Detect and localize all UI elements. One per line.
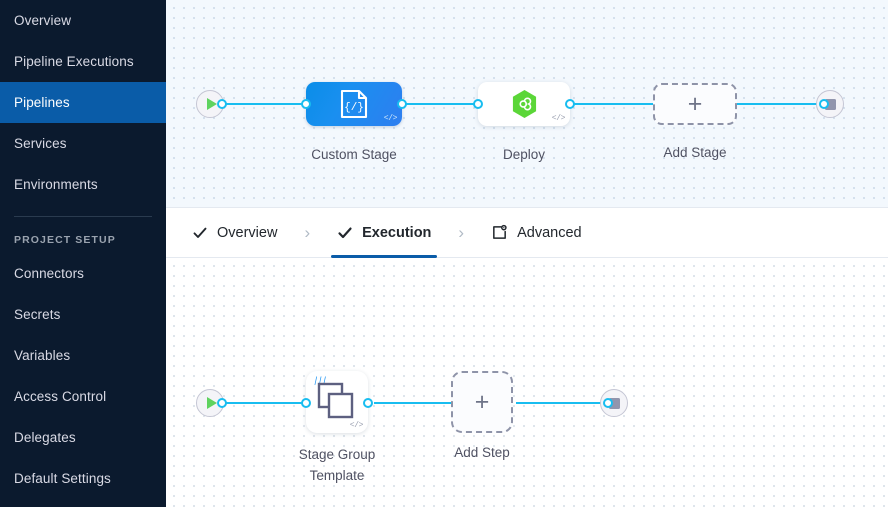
stage-label-add-stage: Add Stage — [663, 145, 727, 160]
stage-label-custom-stage: Custom Stage — [311, 147, 397, 162]
tab-overview[interactable]: Overview — [190, 208, 279, 258]
check-icon — [338, 227, 352, 238]
code-badge-icon: </> — [383, 114, 398, 123]
sidebar-item-label: Variables — [14, 348, 71, 363]
sidebar-item-label: Default Settings — [14, 471, 111, 486]
add-stage-button[interactable]: + — [653, 83, 737, 125]
check-icon — [193, 227, 207, 238]
add-step-button[interactable]: + — [451, 371, 513, 433]
sidebar-item-label: Pipelines — [14, 95, 70, 110]
connector-add-to-end — [736, 103, 824, 105]
plus-icon: + — [687, 89, 703, 118]
connector-start-to-custom — [214, 103, 306, 105]
layers-icon — [317, 382, 354, 419]
port-deploy-in[interactable] — [473, 99, 483, 109]
execution-steps-canvas[interactable]: ||| </> Stage Group Template + Add Step — [166, 258, 888, 507]
stage-canvas[interactable]: {/} </> Custom Stage </> Deploy + — [166, 0, 888, 207]
stop-icon — [824, 98, 836, 110]
sidebar-item-pipelines[interactable]: Pipelines — [0, 82, 166, 123]
step-label-line1: Stage Group — [298, 447, 376, 462]
main-content: {/} </> Custom Stage </> Deploy + — [166, 0, 888, 507]
sidebar-item-default-settings[interactable]: Default Settings — [0, 458, 166, 499]
tab-label: Overview — [217, 224, 278, 241]
tab-label: Advanced — [517, 224, 582, 241]
code-badge-icon: </> — [551, 114, 566, 123]
connector-step-start-to-template — [214, 402, 306, 404]
port-end-in[interactable] — [819, 99, 829, 109]
step-label-add-step: Add Step — [454, 445, 510, 460]
connector-template-to-add-step — [374, 402, 459, 404]
connector-add-step-to-end — [516, 402, 608, 404]
stage-node-custom-stage[interactable]: {/} </> — [306, 82, 402, 126]
step-node-stage-group-template[interactable]: ||| </> — [306, 371, 368, 433]
tab-execution[interactable]: Execution — [331, 208, 438, 258]
sidebar-item-delegates[interactable]: Delegates — [0, 417, 166, 458]
connector-custom-to-deploy — [396, 103, 478, 105]
sidebar-item-overview[interactable]: Overview — [0, 0, 166, 41]
custom-stage-icon: {/} — [340, 89, 368, 119]
sidebar-item-services[interactable]: Services — [0, 123, 166, 164]
port-template-in[interactable] — [301, 398, 311, 408]
tab-separator-1: › — [304, 222, 311, 242]
sidebar-item-label: Access Control — [14, 389, 107, 404]
tab-label: Execution — [362, 224, 432, 241]
play-icon — [206, 98, 217, 110]
sidebar-item-access-control[interactable]: Access Control — [0, 376, 166, 417]
left-sidebar: Overview Pipeline Executions Pipelines S… — [0, 0, 166, 507]
stage-label-deploy: Deploy — [502, 147, 546, 162]
sidebar-item-label: Delegates — [14, 430, 76, 445]
sidebar-item-label: Services — [14, 136, 67, 151]
sidebar-item-connectors[interactable]: Connectors — [0, 253, 166, 294]
port-custom-stage-out[interactable] — [397, 99, 407, 109]
sidebar-section-project-setup: PROJECT SETUP — [14, 234, 116, 246]
port-start-out[interactable] — [217, 99, 227, 109]
port-custom-stage-in[interactable] — [301, 99, 311, 109]
stage-node-deploy[interactable]: </> — [478, 82, 570, 126]
sidebar-item-environments[interactable]: Environments — [0, 164, 166, 205]
play-icon — [206, 397, 217, 409]
step-label-stage-group-template: Stage Group Template — [277, 444, 397, 486]
sidebar-item-label: Secrets — [14, 307, 61, 322]
sidebar-divider — [14, 216, 152, 217]
sidebar-item-label: Pipeline Executions — [14, 54, 134, 69]
sidebar-item-variables[interactable]: Variables — [0, 335, 166, 376]
sidebar-item-pipeline-executions[interactable]: Pipeline Executions — [0, 41, 166, 82]
port-template-out[interactable] — [363, 398, 373, 408]
harness-hexagon-icon — [512, 90, 536, 118]
port-step-start-out[interactable] — [217, 398, 227, 408]
svg-text:{/}: {/} — [344, 102, 364, 114]
tab-separator-2: › — [458, 222, 465, 242]
tab-advanced[interactable]: Advanced — [489, 208, 584, 258]
code-badge-icon: </> — [349, 421, 364, 430]
connector-deploy-to-add — [566, 103, 656, 105]
port-step-end-in[interactable] — [603, 398, 613, 408]
sidebar-item-label: Overview — [14, 13, 72, 28]
port-deploy-out[interactable] — [565, 99, 575, 109]
sidebar-item-label: Environments — [14, 177, 98, 192]
advanced-icon — [493, 224, 507, 239]
stop-icon — [608, 397, 620, 409]
sidebar-item-label: Connectors — [14, 266, 85, 281]
stage-tab-bar: Overview › Execution › Advanced — [166, 207, 888, 258]
sidebar-item-secrets[interactable]: Secrets — [0, 294, 166, 335]
step-label-line2: Template — [309, 468, 365, 483]
plus-icon: + — [474, 387, 490, 416]
